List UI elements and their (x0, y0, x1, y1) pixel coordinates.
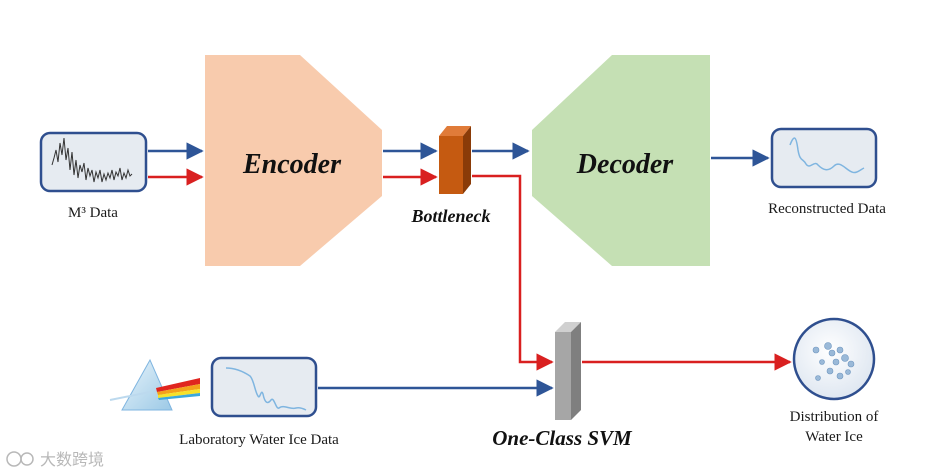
watermark-text: 大数跨境 (40, 450, 104, 469)
lab-water-ice-label: Laboratory Water Ice Data (179, 432, 339, 448)
watermark: 大数跨境 (6, 450, 104, 469)
encoder-label: Encoder (242, 149, 342, 180)
distribution-points (812, 342, 855, 381)
lab-spectrum-line (225, 367, 307, 411)
prism-icon (109, 358, 200, 411)
decoder-block (532, 55, 710, 266)
bottleneck-block (439, 126, 471, 194)
arrow-bottleneck-to-svm (472, 174, 554, 371)
m3-data-label: M³ Data (68, 205, 118, 221)
reconstructed-data-label: Reconstructed Data (768, 201, 886, 217)
m3-data-panel (39, 131, 148, 193)
one-class-svm-block (555, 322, 581, 420)
bottleneck-label: Bottleneck (411, 206, 491, 226)
reconstructed-data-panel (770, 127, 878, 189)
one-class-svm-label: One-Class SVM (492, 426, 633, 450)
distribution-circle (792, 317, 876, 401)
decoder-label: Decoder (576, 149, 675, 180)
reconstructed-spectrum-line (789, 137, 865, 174)
encoder-block (205, 55, 382, 266)
m3-raw-signal-line (51, 137, 133, 183)
lab-water-ice-panel (210, 356, 318, 418)
watermark-logo-icon (6, 451, 22, 467)
distribution-label-line2: Water Ice (805, 429, 863, 445)
distribution-label-line1: Distribution of (790, 409, 879, 425)
